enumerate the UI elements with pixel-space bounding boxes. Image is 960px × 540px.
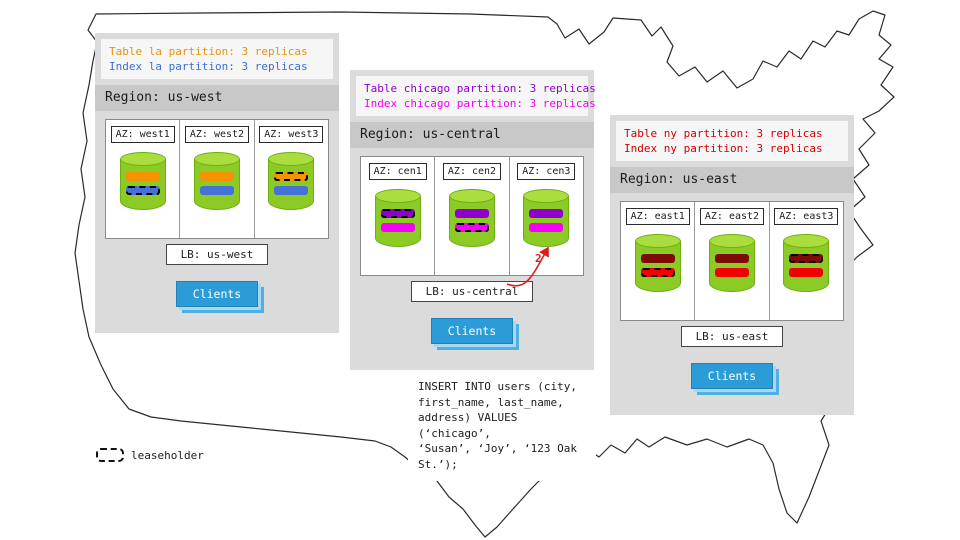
database-cylinder — [523, 189, 570, 247]
database-cylinder — [193, 152, 240, 210]
region-panel-us-central: Table chicago partition: 3 replicas Inde… — [350, 70, 596, 370]
cylinder-body — [193, 159, 240, 210]
table-partition-text: Table chicago partition: 3 replicas — [364, 82, 596, 95]
clients-button[interactable]: Clients — [430, 318, 514, 344]
legend-label: leaseholder — [131, 448, 204, 462]
lb-row: LB: us-east — [610, 325, 854, 347]
cylinder-body — [783, 241, 830, 292]
index-replica-bar — [125, 186, 160, 195]
az-cell: AZ: east1 — [621, 202, 696, 320]
az-label: AZ: cen1 — [368, 163, 427, 180]
az-cell: AZ: east3 — [770, 202, 843, 320]
partition-note: Table la partition: 3 replicas Index la … — [101, 39, 333, 79]
clients-row: Clients — [95, 281, 339, 307]
region-title: Region: us-central — [350, 122, 594, 148]
region-panel-us-east: Table ny partition: 3 replicas Index ny … — [610, 115, 854, 415]
lb-row: LB: us-west — [95, 243, 339, 265]
cylinder-body — [634, 241, 681, 292]
region-title: Region: us-east — [610, 167, 854, 193]
database-cylinder — [374, 189, 421, 247]
cylinder-body — [268, 159, 315, 210]
clients-row: Clients — [350, 318, 594, 344]
database-cylinder — [119, 152, 166, 210]
lb-row: LB: us-central — [350, 280, 594, 302]
index-partition-text: Index la partition: 3 replicas — [109, 60, 308, 73]
cylinder-top — [119, 152, 166, 166]
table-replica-bar — [199, 172, 234, 181]
index-replica-bar — [199, 186, 234, 195]
index-partition-text: Index chicago partition: 3 replicas — [364, 97, 596, 110]
table-replica-bar — [454, 209, 489, 218]
cylinder-top — [448, 189, 495, 203]
sql-insert-note: INSERT INTO users (city, first_name, las… — [408, 370, 596, 481]
cylinder-body — [708, 241, 755, 292]
table-replica-bar — [714, 254, 749, 263]
az-label: AZ: cen2 — [442, 163, 502, 180]
partition-note: Table chicago partition: 3 replicas Inde… — [356, 76, 596, 116]
database-cylinder — [708, 234, 755, 292]
table-replica-bar — [274, 172, 309, 181]
cylinder-top — [193, 152, 240, 166]
cylinder-top — [523, 189, 570, 203]
load-balancer: LB: us-west — [165, 244, 269, 265]
table-replica-bar — [380, 209, 415, 218]
cylinder-top — [783, 234, 830, 248]
az-label: AZ: east1 — [625, 208, 690, 225]
clients-row: Clients — [610, 363, 854, 389]
table-replica-bar — [640, 254, 675, 263]
partition-note: Table ny partition: 3 replicas Index ny … — [616, 121, 848, 161]
az-cell: AZ: west3 — [255, 120, 328, 238]
load-balancer: LB: us-central — [410, 281, 534, 302]
az-label: AZ: east3 — [774, 208, 839, 225]
az-group: AZ: east1 AZ: east2 AZ: east3 — [620, 201, 844, 321]
table-replica-bar — [125, 172, 160, 181]
cylinder-top — [634, 234, 681, 248]
index-replica-bar — [529, 223, 564, 232]
table-partition-text: Table la partition: 3 replicas — [109, 45, 308, 58]
index-replica-bar — [640, 268, 675, 277]
az-label: AZ: west1 — [110, 126, 175, 143]
database-cylinder — [783, 234, 830, 292]
load-balancer: LB: us-east — [680, 326, 784, 347]
arrow-step-label: 2 — [535, 252, 542, 265]
az-cell: AZ: cen1 — [361, 157, 436, 275]
cylinder-body — [448, 196, 495, 247]
az-group: AZ: west1 AZ: west2 AZ: west3 — [105, 119, 329, 239]
index-replica-bar — [714, 268, 749, 277]
database-cylinder — [448, 189, 495, 247]
index-replica-bar — [789, 268, 824, 277]
leaseholder-icon — [96, 448, 124, 462]
cylinder-top — [374, 189, 421, 203]
clients-button[interactable]: Clients — [175, 281, 259, 307]
az-cell: AZ: west2 — [180, 120, 255, 238]
cylinder-body — [523, 196, 570, 247]
table-partition-text: Table ny partition: 3 replicas — [624, 127, 823, 140]
region-panel-us-west: Table la partition: 3 replicas Index la … — [95, 33, 339, 333]
database-cylinder — [634, 234, 681, 292]
cylinder-top — [708, 234, 755, 248]
cylinder-body — [374, 196, 421, 247]
az-label: AZ: east2 — [699, 208, 765, 225]
index-partition-text: Index ny partition: 3 replicas — [624, 142, 823, 155]
az-cell: AZ: cen3 — [510, 157, 583, 275]
index-replica-bar — [274, 186, 309, 195]
region-title: Region: us-west — [95, 85, 339, 111]
table-replica-bar — [529, 209, 564, 218]
table-replica-bar — [789, 254, 824, 263]
cylinder-top — [268, 152, 315, 166]
az-label: AZ: west2 — [184, 126, 250, 143]
az-cell: AZ: east2 — [695, 202, 770, 320]
annotation-arrow — [506, 246, 549, 287]
database-cylinder — [268, 152, 315, 210]
az-cell: AZ: cen2 — [435, 157, 510, 275]
az-cell: AZ: west1 — [106, 120, 181, 238]
leaseholder-legend: leaseholder — [96, 448, 204, 462]
cylinder-body — [119, 159, 166, 210]
clients-button[interactable]: Clients — [690, 363, 774, 389]
az-label: AZ: west3 — [259, 126, 324, 143]
az-label: AZ: cen3 — [517, 163, 576, 180]
index-replica-bar — [380, 223, 415, 232]
index-replica-bar — [454, 223, 489, 232]
